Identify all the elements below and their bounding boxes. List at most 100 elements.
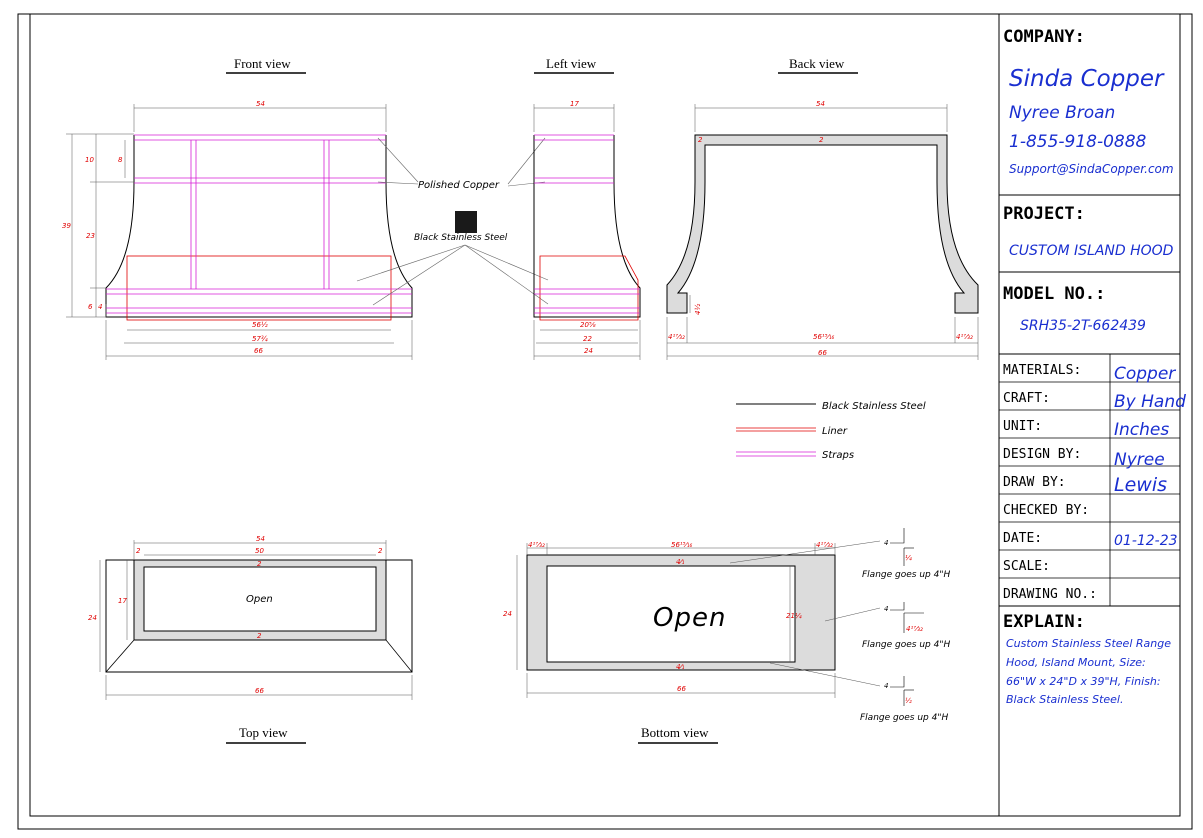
back-view-title: Back view xyxy=(789,56,845,71)
back-dim-4h: 4½ xyxy=(694,304,702,315)
design-by-value: Nyree xyxy=(1114,450,1165,470)
unit-label: UNIT: xyxy=(1003,419,1042,434)
black-stainless-callout: Black Stainless Steel xyxy=(414,233,508,243)
bottom-dim-mid: 56¹⁵⁄₁₆ xyxy=(671,541,692,549)
unit-value: Inches xyxy=(1114,420,1169,440)
bottom-open-label: Open xyxy=(653,603,726,633)
front-dim-56: 56½ xyxy=(252,321,268,329)
craft-value: By Hand xyxy=(1114,392,1186,412)
title-block: COMPANY: Sinda Copper Nyree Broan 1-855-… xyxy=(998,14,1186,816)
project-label: PROJECT: xyxy=(1003,204,1085,224)
front-dim-10: 10 xyxy=(85,156,94,164)
front-dim-54: 54 xyxy=(256,100,265,108)
flange-note-1: Flange goes up 4"H xyxy=(862,570,950,580)
back-dim-66: 66 xyxy=(818,349,827,357)
bottom-dim-f2: 4¹⁷⁄₃₂ xyxy=(816,541,833,549)
top-dim-54: 54 xyxy=(256,535,265,543)
contact-email: Support@SindaCopper.com xyxy=(1009,162,1174,176)
date-label: DATE: xyxy=(1003,531,1042,546)
front-dim-39: 39 xyxy=(62,222,71,230)
back-dim-2b: 2 xyxy=(819,136,824,144)
top-dim-50: 50 xyxy=(255,547,264,555)
bottom-view: 4¹⁷⁄₃₂ 56¹⁵⁄₁₆ 4¹⁷⁄₃₂ 24 21¼ 4⁄₁ 4⁄₁ 66 … xyxy=(503,528,950,744)
front-view: Front view 54 10 8 xyxy=(62,56,413,360)
back-dim-mid: 56¹⁵⁄₁₆ xyxy=(813,333,834,341)
flange1-dim-b: ¼ xyxy=(905,554,912,562)
top-dim-17: 17 xyxy=(118,597,127,605)
flange-note-2: Flange goes up 4"H xyxy=(862,640,950,650)
date-value: 01-12-23 xyxy=(1114,533,1178,549)
back-view: Back view 54 2 2 4½ 4¹⁷⁄₃₂ 56¹⁵⁄₁₆ 4¹⁷⁄₃… xyxy=(666,56,979,360)
explain-line-1: Custom Stainless Steel Range xyxy=(1006,637,1171,650)
top-open-label: Open xyxy=(246,594,273,605)
model-label: MODEL NO.: xyxy=(1003,284,1105,304)
polished-copper-callout: Polished Copper xyxy=(418,180,500,191)
front-dim-6: 6 xyxy=(88,303,93,311)
flange2-dim-b: 4¹⁷⁄₃₂ xyxy=(906,625,923,633)
top-dim-24: 24 xyxy=(88,614,97,622)
checked-by-label: CHECKED BY: xyxy=(1003,503,1089,518)
left-dim-20: 20⅝ xyxy=(580,321,596,329)
company-name: Sinda Copper xyxy=(1009,66,1165,92)
bottom-dim-c1: 4⁄₁ xyxy=(676,558,685,566)
top-view-title: Top view xyxy=(239,725,288,740)
design-by-label: DESIGN BY: xyxy=(1003,447,1081,462)
left-dim-24: 24 xyxy=(584,347,593,355)
flange3-dim-b: ½ xyxy=(905,697,912,705)
back-dim-54: 54 xyxy=(816,100,825,108)
legend: Black Stainless Steel Liner Straps xyxy=(736,401,926,461)
black-stainless-swatch xyxy=(455,211,477,233)
front-dim-8: 8 xyxy=(118,156,123,164)
materials-value: Copper xyxy=(1114,364,1176,384)
flange2-dim-4: 4 xyxy=(884,605,888,613)
legend-label-liner: Liner xyxy=(822,426,848,437)
top-dim-66: 66 xyxy=(255,687,264,695)
left-dim-17: 17 xyxy=(570,100,579,108)
left-dim-22: 22 xyxy=(583,335,592,343)
draw-by-label: DRAW BY: xyxy=(1003,475,1066,490)
explain-line-2: Hood, Island Mount, Size: xyxy=(1006,656,1146,669)
scale-label: SCALE: xyxy=(1003,559,1050,574)
company-label: COMPANY: xyxy=(1003,27,1085,47)
flange3-dim-4: 4 xyxy=(884,682,888,690)
bottom-dim-c2: 4⁄₁ xyxy=(676,663,685,671)
bottom-dim-24: 24 xyxy=(503,610,512,618)
craft-label: CRAFT: xyxy=(1003,391,1050,406)
top-dim-2b: 2 xyxy=(378,547,383,555)
legend-label-straps: Straps xyxy=(822,450,854,461)
contact-phone: 1-855-918-0888 xyxy=(1009,132,1147,152)
top-dim-c2: 2 xyxy=(257,560,262,568)
draw-by-value: Lewis xyxy=(1114,474,1167,496)
flange-note-3: Flange goes up 4"H xyxy=(860,713,948,723)
left-view-title: Left view xyxy=(546,56,597,71)
drawing-no-label: DRAWING NO.: xyxy=(1003,587,1097,602)
top-dim-c2b: 2 xyxy=(257,632,262,640)
front-view-title: Front view xyxy=(234,56,291,71)
flange1-dim-4: 4 xyxy=(884,539,888,547)
front-dim-23: 23 xyxy=(86,232,95,240)
top-dim-2a: 2 xyxy=(136,547,141,555)
back-dim-2a: 2 xyxy=(698,136,703,144)
back-dim-f1: 4¹⁷⁄₃₂ xyxy=(668,333,685,341)
inner-border xyxy=(29,13,1181,817)
back-dim-f2: 4¹⁷⁄₃₂ xyxy=(956,333,973,341)
explain-line-3: 66"W x 24"D x 39"H, Finish: xyxy=(1006,675,1161,688)
front-dim-4: 4 xyxy=(98,303,102,311)
callout-leaders xyxy=(356,137,549,306)
bottom-dim-66: 66 xyxy=(677,685,686,693)
top-view: 54 50 2 2 24 17 2 2 66 Open Top view xyxy=(88,535,413,744)
front-dim-66: 66 xyxy=(254,347,263,355)
model-value: SRH35-2T-662439 xyxy=(1020,318,1146,334)
contact-name: Nyree Broan xyxy=(1009,103,1115,123)
bottom-dim-f1: 4¹⁷⁄₃₂ xyxy=(528,541,545,549)
legend-label-black: Black Stainless Steel xyxy=(822,401,926,412)
materials-label: MATERIALS: xyxy=(1003,363,1081,378)
bottom-view-title: Bottom view xyxy=(641,725,709,740)
explain-label: EXPLAIN: xyxy=(1003,612,1085,632)
left-view: Left view 17 20⅝ 22 24 xyxy=(533,56,641,360)
bottom-dim-21: 21¼ xyxy=(786,612,802,620)
explain-line-4: Black Stainless Steel. xyxy=(1006,693,1124,706)
front-dim-57: 57¾ xyxy=(252,335,268,343)
project-value: CUSTOM ISLAND HOOD xyxy=(1009,243,1174,259)
